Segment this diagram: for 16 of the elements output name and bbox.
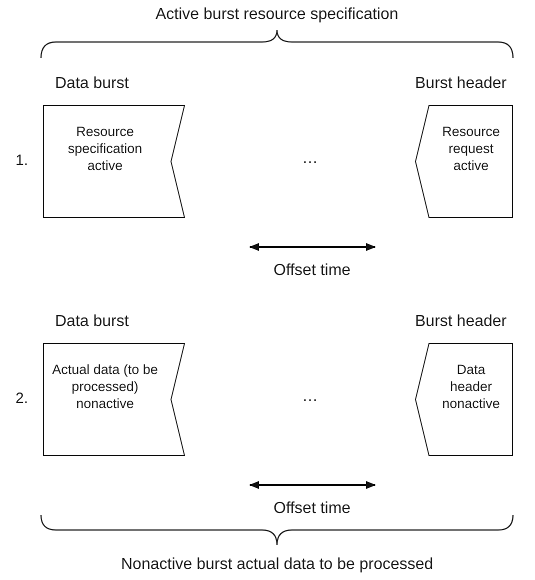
block-text: Actual data (to be processed) nonactive bbox=[51, 361, 159, 412]
block-text: Resource request active bbox=[441, 123, 501, 174]
row-number: 1. bbox=[16, 152, 28, 169]
bracket-label: Active burst resource specification bbox=[156, 6, 398, 24]
dimension-label: Offset time bbox=[274, 500, 351, 518]
block-heading: Burst header bbox=[415, 75, 507, 93]
block-heading: Data burst bbox=[55, 313, 129, 331]
ellipsis: … bbox=[302, 388, 318, 406]
dimension-label: Offset time bbox=[274, 262, 351, 280]
block-text: Data header nonactive bbox=[441, 361, 501, 412]
bracket-label: Nonactive burst actual data to be processed bbox=[121, 556, 434, 574]
row-number: 2. bbox=[16, 390, 28, 407]
block-heading: Data burst bbox=[55, 75, 129, 93]
block-heading: Burst header bbox=[415, 313, 507, 331]
block-text: Resource specification active bbox=[66, 123, 144, 174]
ellipsis: … bbox=[302, 150, 318, 168]
